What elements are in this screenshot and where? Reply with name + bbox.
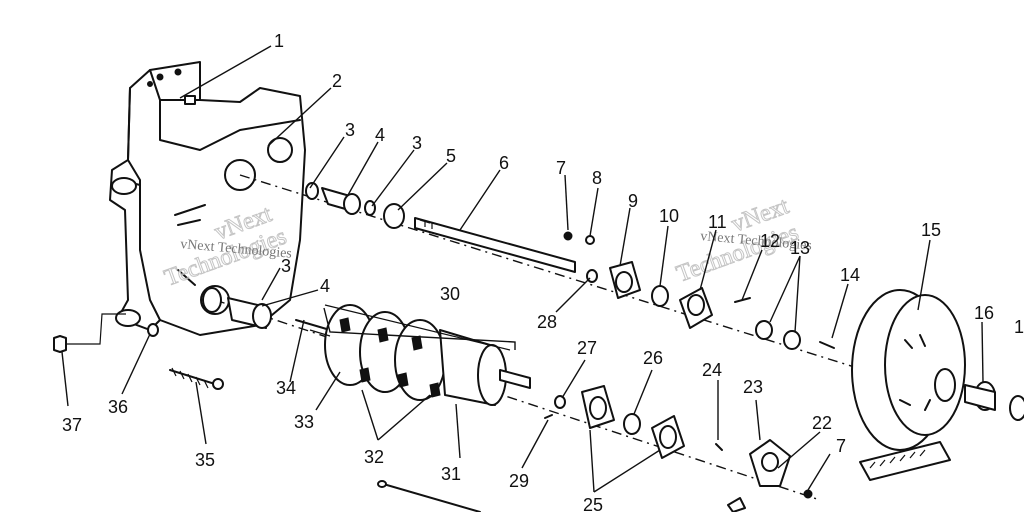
callout-9: 9	[628, 191, 638, 211]
callout-10: 10	[659, 206, 679, 226]
seal-10	[651, 285, 669, 307]
callout-3: 3	[345, 120, 355, 140]
bearing-plate-25a	[581, 385, 615, 429]
key-14	[819, 341, 835, 349]
callout-35: 35	[195, 450, 215, 470]
callout-27: 27	[577, 338, 597, 358]
callout-37: 37	[62, 415, 82, 435]
callout-7b: 7	[836, 436, 846, 456]
callout-24: 24	[702, 360, 722, 380]
washer-13a	[755, 320, 773, 340]
washer-36	[147, 323, 159, 337]
callout-4: 4	[375, 125, 385, 145]
callout-11: 11	[708, 212, 727, 232]
callout-23: 23	[743, 377, 763, 397]
callout-numbers: 1 2 3 4 3 5 6 7 8 9 10 11 12 13 14 15 16…	[62, 31, 1024, 512]
callout-4b: 4	[320, 276, 330, 296]
nut-7-upper	[563, 231, 573, 241]
rod	[379, 482, 481, 512]
oring-3-lower	[202, 287, 222, 313]
nut-37	[53, 335, 67, 353]
plate-11	[679, 287, 713, 329]
callout-30: 30	[440, 284, 460, 304]
callout-5: 5	[446, 146, 456, 166]
callout-2: 2	[332, 71, 342, 91]
callout-13: 13	[790, 238, 810, 258]
callout-34: 34	[276, 378, 296, 398]
seal-26	[623, 413, 641, 435]
drive-belt	[859, 441, 951, 481]
screw-29	[544, 414, 553, 419]
callout-22: 22	[812, 413, 832, 433]
callout-14: 14	[840, 265, 860, 285]
callout-1: 1	[274, 31, 284, 51]
callout-12: 12	[760, 231, 780, 251]
callout-1-clipped: 1	[1014, 317, 1024, 337]
oring-3-upper	[305, 182, 319, 200]
callout-16: 16	[974, 303, 994, 323]
cap-22-23	[749, 439, 791, 487]
callout-36: 36	[108, 397, 128, 417]
gearcase-housing	[109, 61, 306, 336]
shaft-34	[295, 319, 331, 331]
callout-8: 8	[592, 168, 602, 188]
callout-28: 28	[537, 312, 557, 332]
pin-24	[715, 443, 723, 451]
bearing-plate-25b	[651, 415, 685, 459]
callout-15: 15	[921, 220, 941, 240]
bolt-35	[169, 369, 216, 385]
callout-3b: 3	[412, 133, 422, 153]
lower-shaft-assembly	[202, 287, 821, 501]
driven-clutch	[851, 289, 1024, 481]
callout-3c: 3	[281, 256, 291, 276]
loose-hardware	[53, 313, 746, 512]
washer-8	[585, 235, 595, 245]
callout-29: 29	[509, 471, 529, 491]
callout-6: 6	[499, 153, 509, 173]
callout-31: 31	[441, 464, 461, 484]
callout-26: 26	[643, 348, 663, 368]
washer-27	[554, 395, 566, 409]
callout-7: 7	[556, 158, 566, 178]
callout-25: 25	[583, 495, 603, 512]
nut-7-lower	[803, 489, 813, 499]
callout-32: 32	[364, 447, 384, 467]
shaft-6	[414, 217, 576, 273]
callout-33: 33	[294, 412, 314, 432]
washer-13b	[783, 330, 801, 350]
leader-lines	[61, 45, 984, 493]
